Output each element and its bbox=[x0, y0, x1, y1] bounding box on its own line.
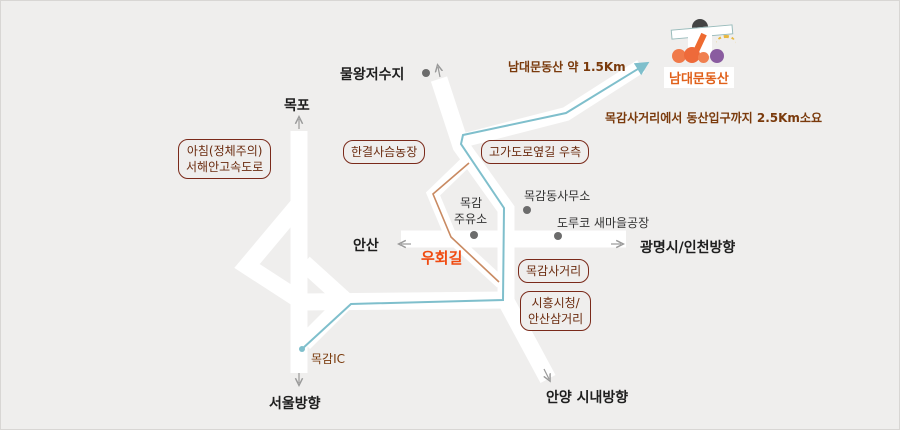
place-mulwang: 물왕저수지 bbox=[340, 67, 405, 83]
interchange-ramp bbox=[234, 198, 306, 309]
gas-station-dot bbox=[470, 231, 478, 239]
detour-line bbox=[432, 162, 500, 283]
route-start-dot bbox=[299, 346, 305, 352]
place-seoul: 서울방향 bbox=[269, 396, 321, 412]
place-gwangmyeong: 광명시/인천방향 bbox=[640, 240, 736, 256]
gas-station-line1: 목감 bbox=[460, 196, 483, 210]
expressway-box: 아침(정체주의) 서해안고속도로 bbox=[178, 139, 272, 179]
expressway-line1: 아침(정체주의) bbox=[186, 144, 263, 158]
crossroad-box: 목감사거리 bbox=[518, 259, 590, 283]
route-line bbox=[301, 61, 650, 350]
expressway-line2: 서해안고속도로 bbox=[186, 160, 264, 174]
overpass-box: 고가도로옆길 우측 bbox=[481, 140, 590, 164]
arrow-mulwang-icon bbox=[438, 67, 440, 78]
farm-box: 한결사슴농장 bbox=[343, 140, 426, 164]
time-note: 목감사거리에서 동산입구까지 2.5Km소요 bbox=[605, 111, 823, 125]
siheung-line2: 안산삼거리 bbox=[528, 312, 584, 326]
factory-dot bbox=[554, 232, 562, 240]
place-mokgam-ic: 목감IC bbox=[311, 352, 345, 366]
place-factory: 도루코 새마을공장 bbox=[557, 216, 650, 230]
gas-station-line2: 주유소 bbox=[454, 212, 488, 226]
place-ansan: 안산 bbox=[353, 238, 379, 254]
detour-label: 우회길 bbox=[421, 249, 463, 267]
destination-label: 남대문동산 bbox=[664, 67, 734, 88]
arrow-anyang-icon bbox=[544, 368, 549, 379]
mulwang-dot bbox=[422, 69, 430, 77]
office-dot bbox=[523, 206, 531, 214]
place-mokpo: 목포 bbox=[284, 98, 310, 114]
main-road bbox=[430, 76, 556, 384]
distance-note: 남대문동산 약 1.5Km bbox=[508, 60, 626, 74]
place-anyang: 안양 시내방향 bbox=[546, 390, 629, 406]
siheung-line1: 시흥시청/ bbox=[531, 296, 580, 310]
namdaemun-logo-icon bbox=[666, 19, 746, 69]
place-office: 목감동사무소 bbox=[524, 189, 591, 203]
siheung-box: 시흥시청/ 안산삼거리 bbox=[520, 291, 592, 331]
